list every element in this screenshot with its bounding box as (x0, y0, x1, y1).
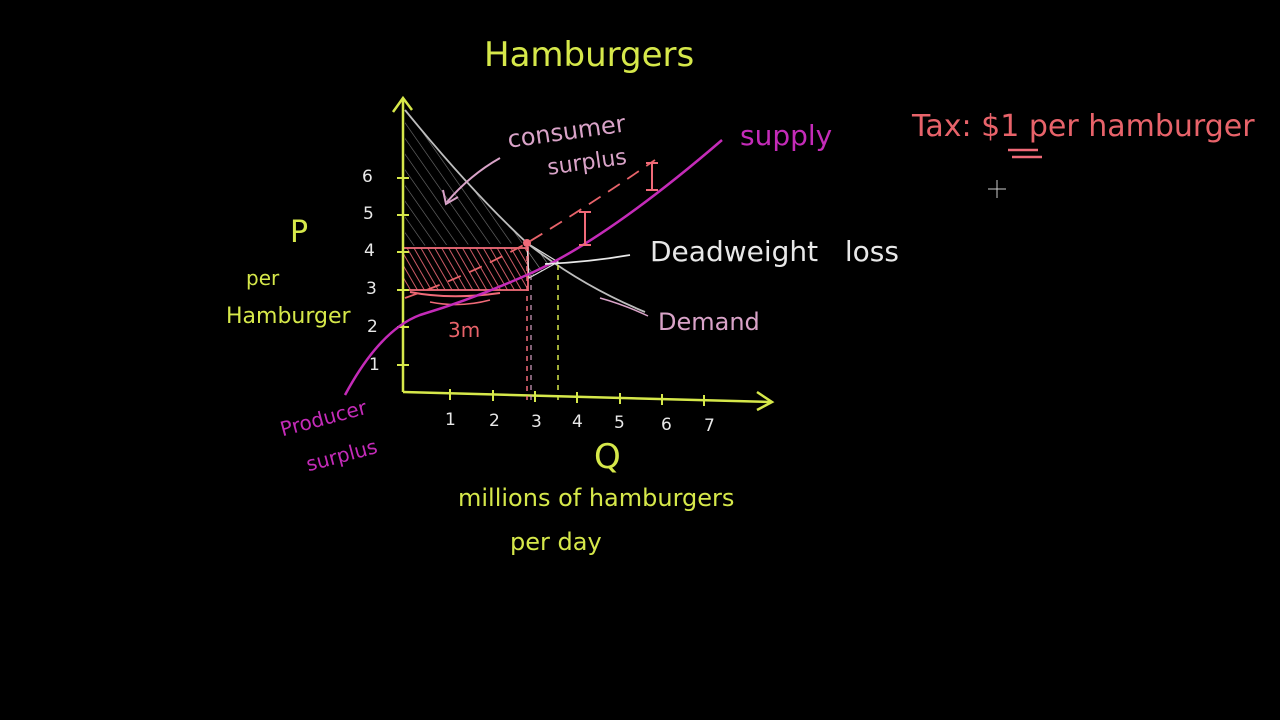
tax-quantity-label: 3m (448, 318, 481, 342)
y-tick-2: 2 (367, 317, 378, 337)
x-tick-6: 6 (661, 415, 672, 435)
taxed-supply-curve (404, 159, 656, 299)
x-tick-7: 7 (704, 416, 715, 436)
x-tick-4: 4 (572, 412, 583, 432)
deadweight-loss-area (526, 241, 560, 279)
y-axis-sub-2: Hamburger (226, 304, 351, 329)
x-tick-marks (449, 389, 705, 406)
x-tick-5: 5 (614, 413, 625, 433)
chart-title: Hamburgers (484, 35, 695, 75)
supply-label: supply (740, 119, 833, 152)
deadweight-pointer (544, 254, 631, 265)
y-tick-6: 6 (362, 167, 373, 187)
tax-gap-markers (579, 162, 658, 246)
x-axis-sub-2: per day (510, 528, 602, 556)
y-tick-5: 5 (363, 204, 374, 224)
y-tick-1: 1 (369, 355, 380, 375)
demand-label: Demand (658, 308, 760, 336)
y-tick-marks (397, 177, 409, 366)
y-axis-sub-1: per (246, 266, 280, 290)
y-axis-arrow (391, 95, 413, 113)
tax-underline (1008, 148, 1042, 159)
consumer-surplus-arrow (446, 157, 501, 203)
x-tick-2: 2 (489, 411, 500, 431)
taxed-equilibrium-point (523, 239, 531, 247)
x-axis-label: Q (594, 437, 621, 477)
supply-curve (343, 139, 723, 396)
y-tick-4: 4 (364, 241, 375, 261)
tax-label: Tax: $1 per hamburger (912, 109, 1255, 144)
crosshair-cursor-icon (988, 180, 1006, 198)
x-axis-sub-1: millions of hamburgers (458, 484, 735, 512)
x-tick-1: 1 (445, 410, 456, 430)
y-axis-label: P (290, 215, 309, 250)
x-axis-arrow (756, 390, 775, 412)
deadweight-loss-label: Deadweight loss (650, 235, 899, 268)
y-tick-3: 3 (366, 279, 377, 299)
consumer-surplus-area (405, 110, 527, 246)
x-axis (402, 390, 771, 404)
x-tick-3: 3 (531, 412, 542, 432)
